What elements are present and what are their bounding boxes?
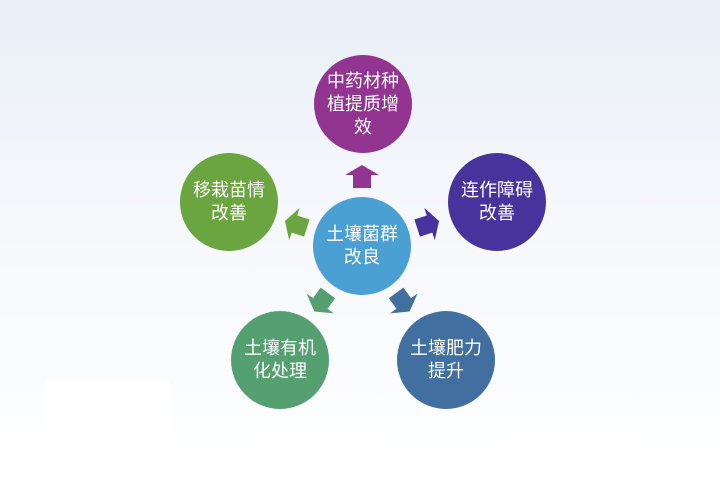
node-top: 中药材种植提质增效 [314,55,412,153]
center-node: 土壤菌群改良 [313,197,411,295]
node-left-bottom: 土壤有机化处理 [231,311,329,409]
arrow-icon-top [345,165,379,188]
node-right-bottom: 土壤肥力提升 [397,311,495,409]
center-label: 土壤菌群改良 [326,224,398,268]
node-label: 移栽苗情改善 [193,180,265,224]
node-left-top: 移栽苗情改善 [180,153,278,251]
arrow-icon-left-top [284,207,310,241]
arrow-icon-left-bottom [306,287,336,314]
blank-panel [45,380,170,438]
node-label: 土壤有机化处理 [244,338,316,382]
node-label: 连作障碍改善 [461,180,533,224]
arrow-icon-right-top [414,207,440,241]
node-label: 中药材种植提质增效 [327,70,399,138]
node-right-top: 连作障碍改善 [448,153,546,251]
arrow-icon-right-bottom [388,287,418,314]
node-label: 土壤肥力提升 [410,338,482,382]
